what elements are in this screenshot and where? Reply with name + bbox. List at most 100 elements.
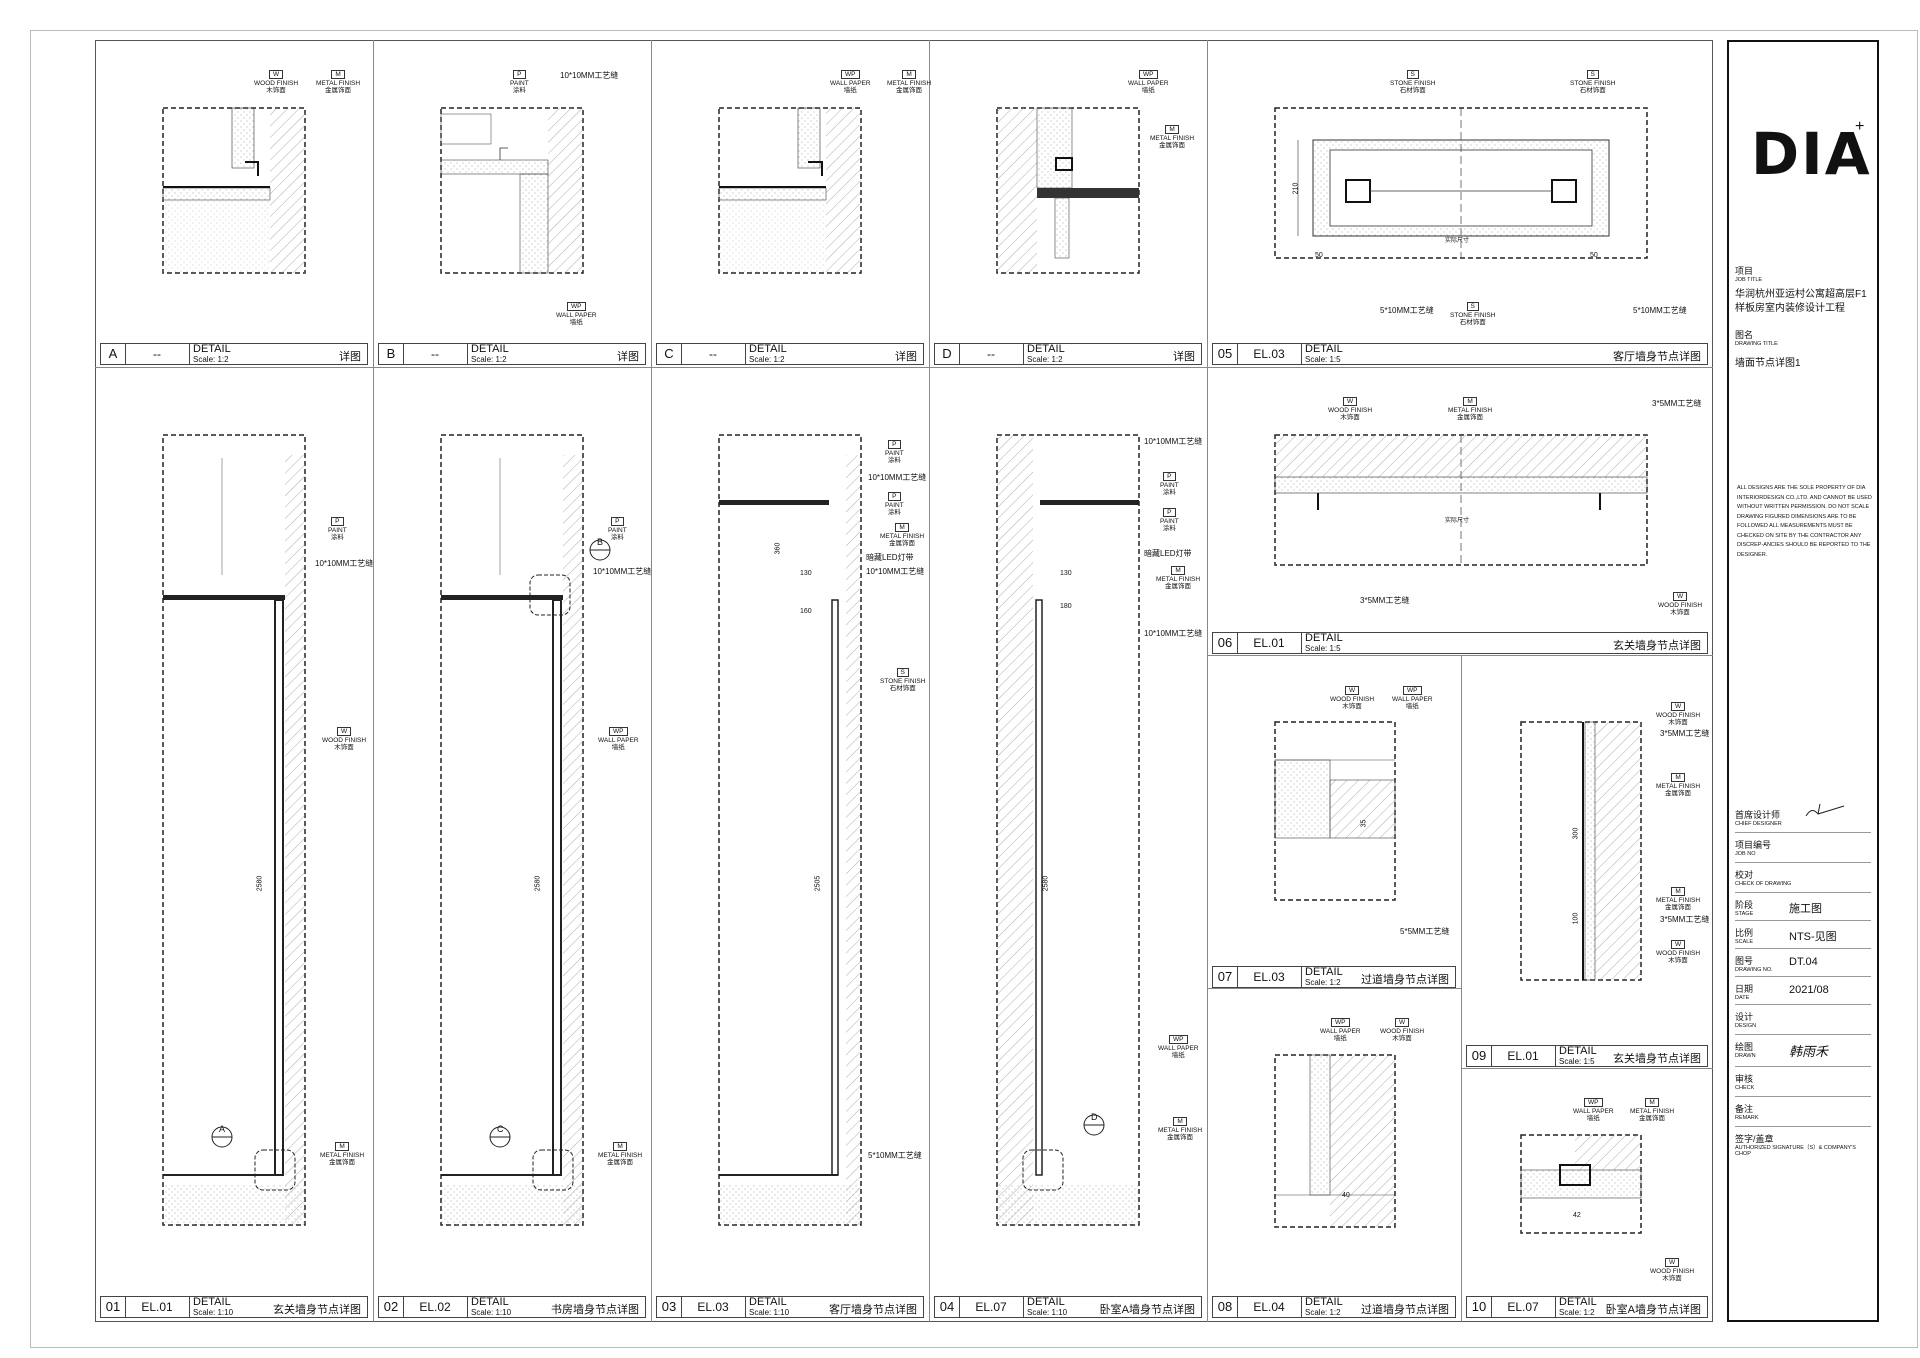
detail-04-drawing <box>996 434 1140 1226</box>
annotation: 实际尺寸 <box>1445 518 1470 524</box>
detail-05-drawing <box>1274 107 1648 259</box>
dimension: 50 <box>1590 252 1598 259</box>
divider <box>1735 976 1871 977</box>
dia-logo: DIA <box>1751 120 1872 188</box>
dimension: 360 <box>774 542 782 555</box>
annotation: 5*10MM工艺缝 <box>1633 306 1687 315</box>
grid-divider <box>1461 656 1462 1322</box>
divider <box>1735 1096 1871 1097</box>
divider <box>1735 948 1871 949</box>
detail-c-drawing <box>718 107 862 274</box>
grid-divider <box>1207 988 1461 989</box>
grid-divider <box>1207 655 1713 656</box>
dimension: 160 <box>800 608 812 615</box>
stage-value: 施工图 <box>1789 903 1822 915</box>
annotation: 3*5MM工艺缝 <box>1360 596 1410 605</box>
detail-08-drawing <box>1274 1054 1396 1228</box>
annotation: 3*5MM工艺缝 <box>1652 399 1702 408</box>
disclaimer: ALL DESIGNS ARE THE SOLE PROPERTY OF DIA… <box>1737 485 1872 558</box>
grid-divider <box>95 367 1713 368</box>
detail-02-drawing <box>440 434 584 1226</box>
detail-03-drawing <box>718 434 862 1226</box>
callout-label: C <box>497 1124 504 1134</box>
annotation: 3*5MM工艺缝 <box>1660 915 1710 924</box>
dimension: 2580 <box>534 875 542 892</box>
drawing-sheet <box>30 30 1918 1348</box>
logo-plus: + <box>1855 118 1865 135</box>
scale-value: NTS-见图 <box>1789 931 1837 943</box>
divider <box>1735 862 1871 863</box>
annotation: 暗藏LED灯带 <box>866 553 914 562</box>
grid-divider <box>651 40 652 1322</box>
detail-06-drawing <box>1274 434 1648 566</box>
annotation: 10*10MM工艺缝 <box>1144 437 1203 446</box>
annotation: 10*10MM工艺缝 <box>315 559 374 568</box>
annotation: 暗藏LED灯带 <box>1144 549 1192 558</box>
dimension: 180 <box>1060 603 1072 610</box>
detail-01-drawing <box>162 434 306 1226</box>
detail-10-drawing <box>1520 1134 1642 1234</box>
annotation: 10*10MM工艺缝 <box>560 71 619 80</box>
drawn-signature: 韩雨禾 <box>1789 1045 1829 1060</box>
grid-divider <box>1461 1068 1713 1069</box>
detail-07-drawing <box>1274 721 1396 901</box>
divider <box>1735 1126 1871 1127</box>
detail-d-drawing <box>996 107 1140 274</box>
annotation: 5*10MM工艺缝 <box>1380 306 1434 315</box>
dimension: 130 <box>1060 570 1072 577</box>
chief-signature <box>1805 803 1845 817</box>
dimension: 50 <box>1315 252 1323 259</box>
grid-divider <box>1207 40 1208 1322</box>
annotation: 5*5MM工艺缝 <box>1400 927 1450 936</box>
dimension: 130 <box>800 570 812 577</box>
dimension: 2580 <box>256 875 264 892</box>
annotation: 10*10MM工艺缝 <box>866 567 925 576</box>
detail-09-drawing <box>1520 721 1642 981</box>
callout-circles <box>211 539 1105 1148</box>
dimension: 100 <box>1572 912 1580 925</box>
grid-divider <box>373 40 374 1322</box>
callout-label: B <box>597 537 604 547</box>
job-title-value: 华润杭州亚运村公寓超高层F1样板房室内装修设计工程 <box>1735 289 1867 314</box>
